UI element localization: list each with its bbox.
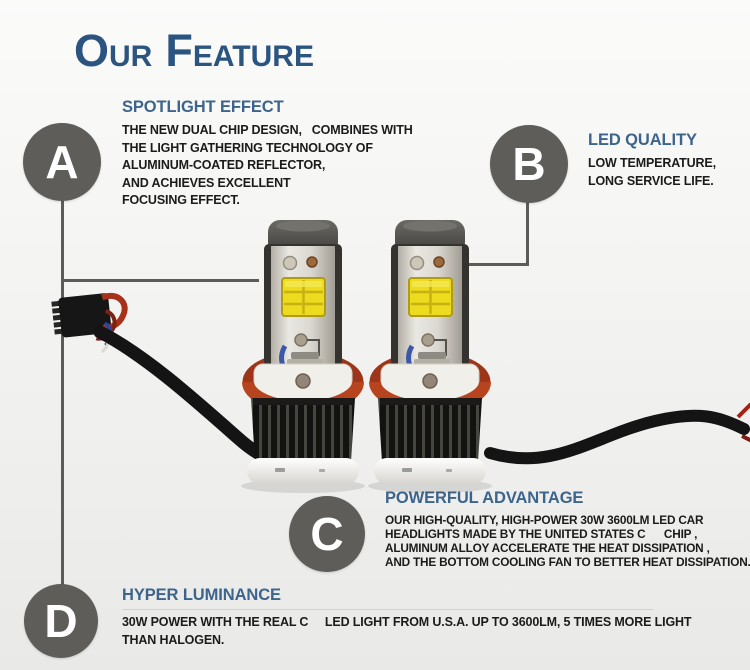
title-word1-rest: UR <box>109 40 153 73</box>
section-b-heading: LED QUALITY <box>588 131 697 149</box>
section-c-body: OUR HIGH-QUALITY, HIGH-POWER 30W 3600LM … <box>385 513 750 569</box>
product-photo-led-bulbs <box>0 210 750 495</box>
callout-line-a-horizontal <box>61 279 259 282</box>
badge-a-letter: A <box>45 136 79 188</box>
callout-line-a-to-d-vertical <box>61 199 64 585</box>
badge-c-letter: C <box>310 508 344 560</box>
section-d-heading: HYPER LUMINANCE <box>122 586 281 604</box>
title-initial-f: F <box>165 25 193 76</box>
title-word2-rest: EATURE <box>192 40 314 73</box>
badge-d: D <box>24 584 98 658</box>
section-spotlight-effect: SPOTLIGHT EFFECT THE NEW DUAL CHIP DESIG… <box>122 98 413 210</box>
badge-b: B <box>490 125 568 203</box>
right-led-bulb <box>368 220 492 493</box>
section-powerful-advantage: POWERFUL ADVANTAGE OUR HIGH-QUALITY, HIG… <box>385 489 750 569</box>
page-title: OUR FEATURE <box>74 26 314 76</box>
badge-c: C <box>289 496 365 572</box>
badge-d-letter: D <box>44 595 78 647</box>
section-b-body: LOW TEMPERATURE,LONG SERVICE LIFE. <box>588 156 716 188</box>
badge-b-letter: B <box>512 138 546 190</box>
right-power-cable <box>484 409 750 465</box>
section-c-heading: POWERFUL ADVANTAGE <box>385 489 584 507</box>
section-d-body: 30W POWER WITH THE REAL C LED LIGHT FROM… <box>122 615 692 647</box>
section-a-heading: SPOTLIGHT EFFECT <box>122 98 284 116</box>
right-red-wire <box>736 402 750 419</box>
callout-line-b-vertical <box>526 201 529 265</box>
section-hyper-luminance: HYPER LUMINANCE 30W POWER WITH THE REAL … <box>122 586 692 649</box>
badge-a: A <box>23 123 101 201</box>
title-initial-o: O <box>74 25 110 76</box>
led-bulbs-illustration <box>51 210 750 495</box>
callout-line-b-horizontal <box>455 263 529 266</box>
section-d-divider <box>122 609 654 610</box>
left-led-bulb <box>241 220 365 493</box>
section-led-quality: LED QUALITY LOW TEMPERATURE,LONG SERVICE… <box>588 131 716 190</box>
